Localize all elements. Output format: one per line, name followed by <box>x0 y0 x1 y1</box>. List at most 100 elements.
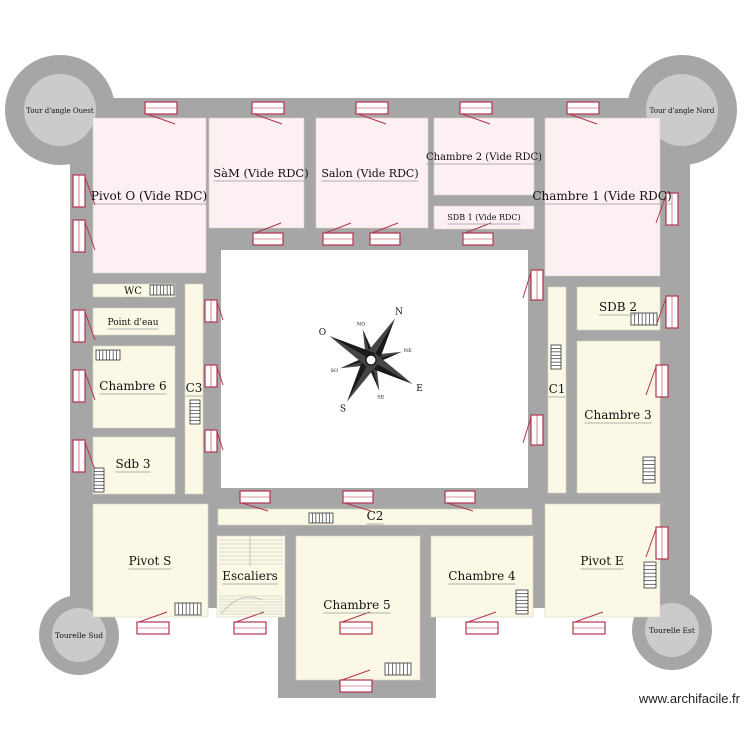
door-swing <box>84 371 96 401</box>
tower-sud-floor <box>52 608 106 662</box>
room-label-salon: Salon (Vide RDC) <box>321 167 418 180</box>
room-salon <box>315 117 429 229</box>
door-swing <box>357 113 387 125</box>
tower-nord-floor <box>646 74 718 146</box>
labels: Tour d'angle Ouest Tour d'angle NordToure… <box>26 107 715 640</box>
door-swing <box>568 113 598 125</box>
door-swing <box>324 222 352 234</box>
door-swing <box>574 611 604 623</box>
tower-sud-label: Tourelle Sud <box>55 631 103 640</box>
window <box>530 269 544 301</box>
window <box>72 174 86 208</box>
compass-point-E <box>367 360 413 384</box>
window <box>355 101 389 115</box>
door-swing <box>446 502 474 512</box>
window <box>572 621 606 635</box>
windows <box>72 101 679 693</box>
door-swing <box>84 221 96 251</box>
door-swing <box>84 441 96 471</box>
room-point_eau <box>92 307 176 336</box>
window <box>369 232 401 246</box>
window <box>72 369 86 403</box>
room-label-pivot_s: Pivot S <box>129 554 172 568</box>
compass-point-N <box>371 318 395 364</box>
window <box>251 101 285 115</box>
room-sam <box>208 117 305 229</box>
window <box>72 309 86 343</box>
door-swing <box>655 194 667 224</box>
compass-label-S: S <box>340 404 346 414</box>
room-label-sdb2: SDB 2 <box>599 300 637 314</box>
room-label-pivot_o: Pivot O (Vide RDC) <box>91 189 207 203</box>
compass-point-N <box>364 318 395 360</box>
compass-label-NO: NO <box>357 321 365 327</box>
door-swing <box>146 113 176 125</box>
window <box>252 232 284 246</box>
room-label-wc: WC <box>124 286 142 297</box>
door-swing <box>216 431 224 451</box>
room-pivot_e <box>544 503 661 618</box>
room-label-chambre2: Chambre 2 (Vide RDC) <box>426 152 542 163</box>
compass-label-SE: SE <box>377 395 384 401</box>
tower-ouest-label: Tour d'angle Ouest <box>26 107 94 115</box>
door-swing <box>341 611 371 623</box>
compass-point-E <box>371 353 413 384</box>
window <box>72 439 86 473</box>
radiator-icon <box>384 662 412 676</box>
door-swing <box>84 311 96 341</box>
radiator-icon <box>93 467 105 493</box>
door-swing <box>461 113 491 125</box>
room-label-c1: C1 <box>549 382 566 396</box>
radiator-icon <box>630 312 658 326</box>
furniture <box>93 284 658 676</box>
room-c2 <box>217 508 533 526</box>
radiator-icon <box>95 349 121 361</box>
compass-label-O: O <box>319 328 326 338</box>
room-pivot_s <box>92 503 209 618</box>
door-swing <box>216 366 224 386</box>
door-swing <box>655 297 667 327</box>
window <box>204 429 218 453</box>
door-swing <box>254 222 282 234</box>
room-label-sdb3: Sdb 3 <box>115 457 150 471</box>
room-label-point_eau: Point d'eau <box>108 318 159 328</box>
window <box>655 526 669 560</box>
compass-label-NE: NE <box>404 348 412 354</box>
window <box>342 490 374 504</box>
door-swing <box>464 222 492 234</box>
radiator-icon <box>174 602 202 616</box>
door-swing <box>467 611 497 623</box>
radiator-icon <box>550 344 562 370</box>
door-swing <box>344 502 372 512</box>
window <box>462 232 494 246</box>
tower-nord-label: Tour d'angle Nord <box>650 107 715 115</box>
room-label-sam: SàM (Vide RDC) <box>213 166 308 180</box>
door-swing <box>241 502 269 512</box>
window <box>444 490 476 504</box>
radiator-icon <box>189 399 201 425</box>
room-chambre5 <box>295 535 421 681</box>
door-swing <box>253 113 283 125</box>
window <box>566 101 600 115</box>
window <box>204 299 218 323</box>
room-label-c3: C3 <box>186 381 203 395</box>
window <box>339 679 373 693</box>
room-label-chambre5: Chambre 5 <box>323 598 390 612</box>
door-swing <box>371 222 399 234</box>
compass-label-E: E <box>416 384 423 394</box>
compass-center <box>365 354 377 366</box>
window <box>530 414 544 446</box>
window <box>239 490 271 504</box>
room-label-chambre1: Chambre 1 (Vide RDC) <box>532 189 671 203</box>
room-escaliers <box>216 535 286 618</box>
radiator-icon <box>515 589 529 615</box>
door-swing <box>235 611 265 623</box>
radiator-icon <box>642 456 656 484</box>
compass-point-O <box>329 336 375 360</box>
window <box>339 621 373 635</box>
window <box>233 621 267 635</box>
door-swing <box>138 611 168 623</box>
door-swing <box>645 528 657 558</box>
window <box>322 232 354 246</box>
